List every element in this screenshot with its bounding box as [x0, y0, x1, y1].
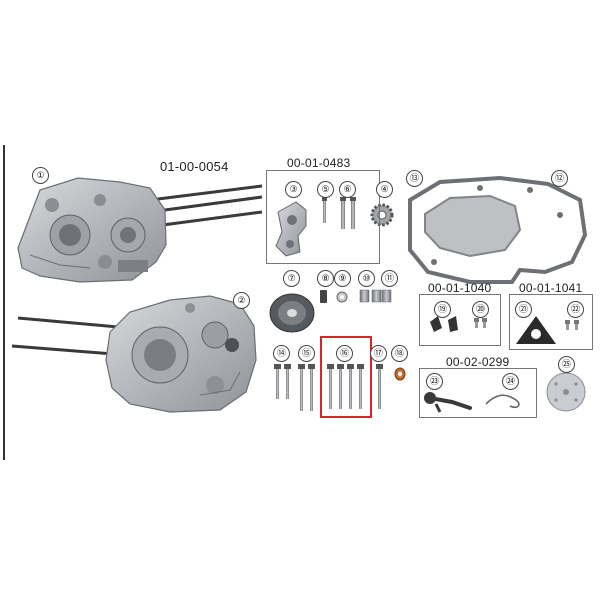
code-crankcase: 01-00-0054: [160, 159, 229, 174]
bolts-5-6: [322, 197, 356, 229]
callout-2: ②: [233, 292, 250, 309]
callout-20: ⑳: [472, 301, 489, 318]
cover-plate: [546, 372, 586, 412]
code-kit-1041: 00-01-1041: [519, 281, 583, 295]
oil-pump-kit-box: [266, 170, 380, 264]
pump-gear: [370, 203, 394, 227]
callout-12: ⑫: [551, 170, 568, 187]
code-oil-pump: 00-01-0483: [287, 156, 351, 170]
bolt-17: [376, 364, 383, 409]
callout-23: ㉓: [426, 373, 443, 390]
callout-3: ③: [285, 181, 302, 198]
highlighted-bolt-set-16: [327, 364, 364, 409]
callout-11: ⑪: [381, 270, 398, 287]
callout-8: ⑧: [317, 270, 334, 287]
plate-kit-21-22: [516, 316, 579, 344]
callout-4: ④: [376, 181, 393, 198]
callout-9: ⑨: [334, 270, 351, 287]
left-border-line: [3, 145, 5, 460]
oil-pump: [275, 201, 307, 257]
callout-6: ⑥: [339, 181, 356, 198]
callout-24: ㉔: [502, 373, 519, 390]
thrust-disc: [269, 293, 315, 333]
callout-21: ㉑: [515, 301, 532, 318]
code-kit-0299: 00-02-0299: [446, 355, 510, 369]
shift-lever-kit: [424, 392, 520, 413]
callout-18: ⑱: [391, 345, 408, 362]
kit-1041-box: [509, 294, 593, 350]
callout-25: ㉕: [558, 356, 575, 373]
long-bolts-14-15: [274, 364, 315, 411]
callout-13: ⑬: [406, 170, 423, 187]
kit-0299-box: [419, 368, 537, 418]
callout-22: ㉒: [567, 301, 584, 318]
callout-17: ⑰: [370, 345, 387, 362]
callout-7: ⑦: [283, 270, 300, 287]
callout-16: ⑯: [336, 345, 353, 362]
copper-washer: [394, 367, 406, 381]
dowels-8-11: [320, 289, 392, 303]
callout-15: ⑮: [298, 345, 315, 362]
plate-kit-19-20: [430, 316, 487, 332]
kit-1040-box: [419, 294, 501, 346]
callout-1: ①: [32, 167, 49, 184]
callout-5: ⑤: [317, 181, 334, 198]
code-kit-1040: 00-01-1040: [428, 281, 492, 295]
callout-10: ⑩: [358, 270, 375, 287]
callout-14: ⑭: [273, 345, 290, 362]
gasket-set: [408, 175, 588, 284]
callout-19: ⑲: [434, 301, 451, 318]
highlight-box: [320, 336, 372, 418]
crankcase-left-half: [17, 177, 263, 283]
crankcase-right-half: [11, 295, 257, 413]
